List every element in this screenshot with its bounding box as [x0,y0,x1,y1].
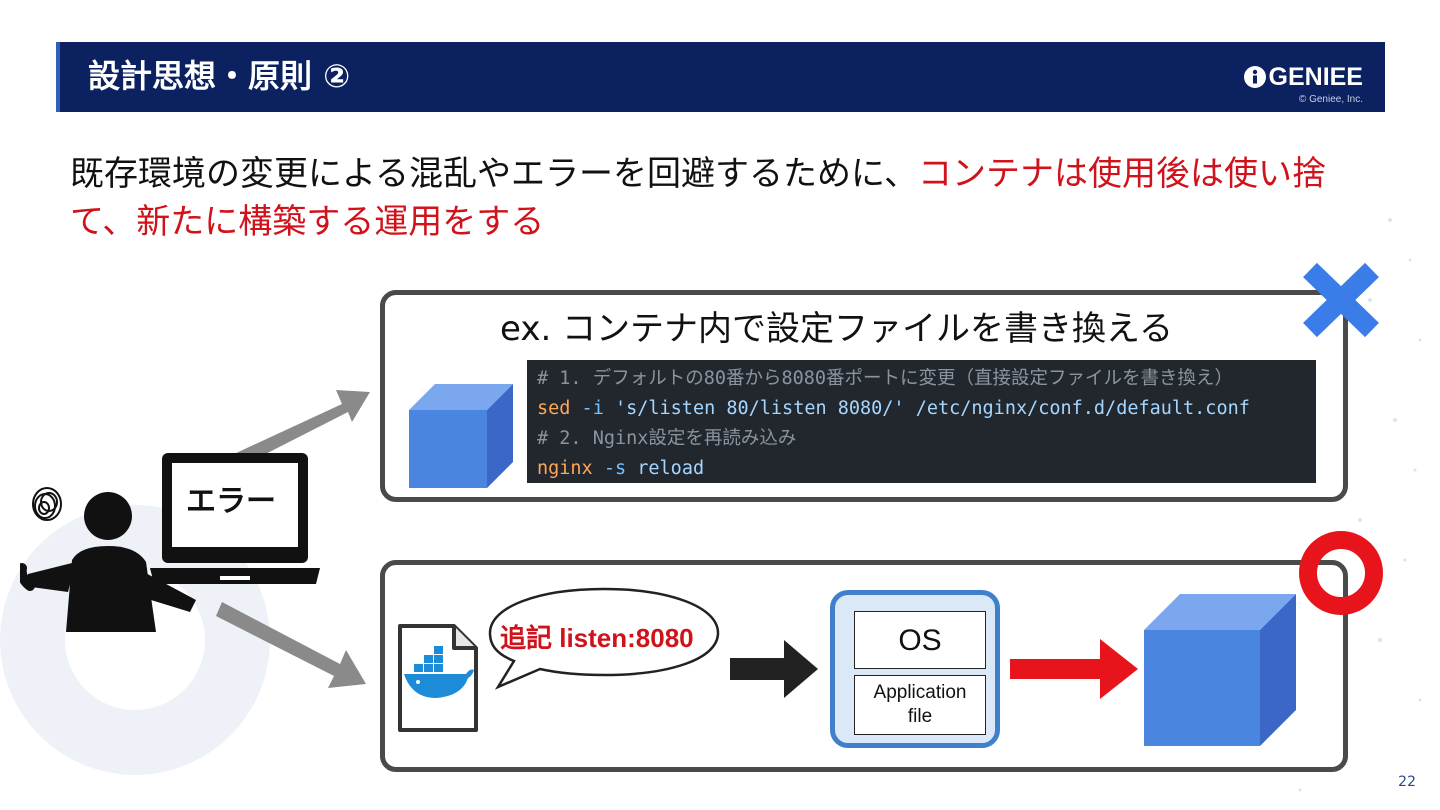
lead-text: 既存環境の変更による混乱やエラーを回避するために、コンテナは使用後は使い捨て、新… [70,150,1330,246]
cross-mark-icon [1303,262,1379,338]
app-label-line-2: file [907,706,933,727]
lead-highlight: コンテナは使用後は使い捨て、新たに構築する運用をする [70,154,1326,242]
os-label: OS [898,624,942,657]
app-label-line-1: Application [873,682,967,703]
application-layer: Application file [854,675,986,735]
logo-text: GENIEE [1268,62,1363,91]
code-line-3: # 2. Nginx設定を再読み込み [537,428,797,449]
arrow-up-icon [234,390,370,466]
code-line-2: sed -i 's/listen 80/listen 8080/' /etc/n… [537,398,1250,419]
arrow-down-icon [216,602,366,688]
bubble-text: 追記 listen:8080 [500,623,694,653]
copyright: © Geniee, Inc. [1298,94,1363,105]
bad-example-title: ex. コンテナ内で設定ファイルを書き換える [500,309,1174,349]
dockerfile-icon [398,624,478,732]
speech-bubble [488,587,720,690]
lead-normal: 既存環境の変更による混乱やエラーを回避するために、 [70,154,918,194]
geniee-logo: GENIEE [1243,62,1363,92]
geniee-logo-icon [1243,66,1266,88]
circle-mark-icon [1299,531,1383,615]
os-layer: OS [854,611,986,669]
arrow-right-black-icon [730,640,818,698]
header-bar: 設計思想・原則 ② GENIEE © Geniee, Inc. [56,42,1385,112]
code-line-4: nginx -s reload [537,458,705,479]
new-container-cube-icon [1144,594,1296,746]
confused-person-icon [20,453,320,632]
error-screen-label: エラー [186,484,276,519]
container-cube-icon [409,384,513,488]
code-block: # 1. デフォルトの80番から8080番ポートに変更（直接設定ファイルを書き換… [527,360,1316,483]
page-number: 22 [1398,774,1416,790]
arrow-right-red-icon [1010,639,1138,699]
slide-title: 設計思想・原則 ② [88,57,351,95]
image-build-box: OS Application file [830,590,1000,748]
code-line-1: # 1. デフォルトの80番から8080番ポートに変更（直接設定ファイルを書き換… [537,368,1234,389]
